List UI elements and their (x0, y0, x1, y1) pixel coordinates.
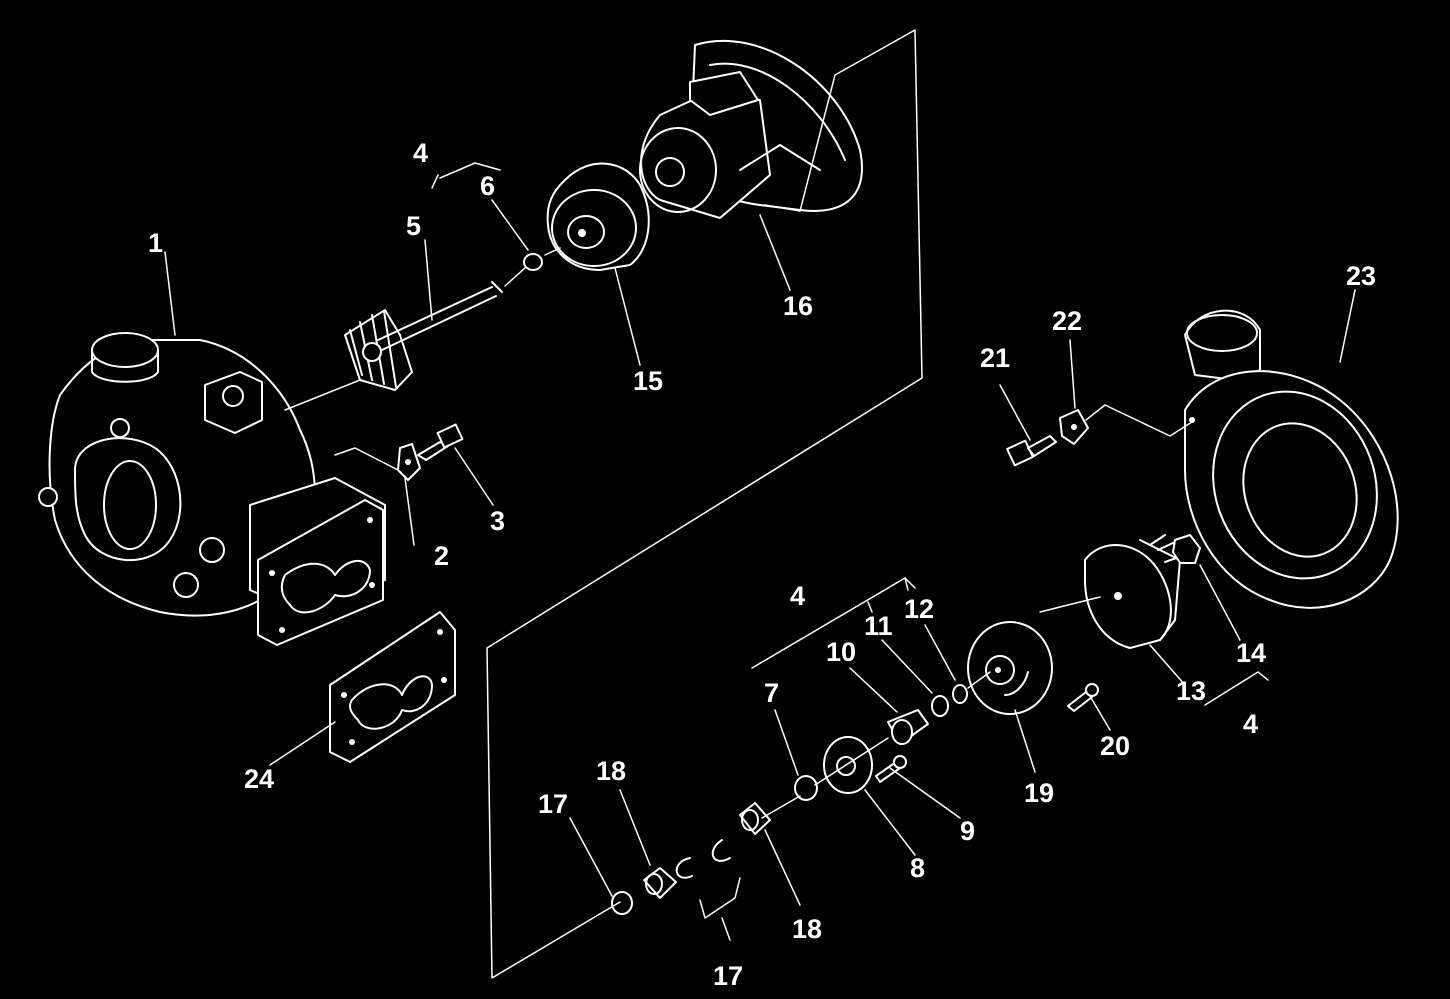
callout-22: 22 (1052, 306, 1082, 336)
callout-15: 15 (633, 366, 663, 396)
turbine-wheel-shaft-5 (344, 281, 503, 391)
seal-ring-6 (523, 253, 543, 271)
compressor-housing-23 (1184, 309, 1399, 609)
backplate-19 (967, 621, 1053, 715)
callout-1: 1 (148, 228, 163, 258)
callout-8: 8 (910, 853, 925, 883)
callout-labels: 1 2 3 4 5 6 15 16 24 21 22 23 4 12 11 10… (148, 138, 1376, 991)
callout-23: 23 (1346, 261, 1376, 291)
retaining-ring-17-lower (611, 891, 633, 915)
bearing-housing-16 (639, 39, 863, 219)
callout-20: 20 (1100, 731, 1130, 761)
seal-ring-11 (931, 695, 949, 717)
callout-18-left: 18 (596, 756, 626, 786)
callout-14: 14 (1236, 638, 1266, 668)
callout-16: 16 (783, 291, 813, 321)
lock-plate-2 (397, 443, 421, 481)
callout-21: 21 (980, 343, 1010, 373)
callout-12: 12 (904, 594, 934, 624)
clamp-plate-22 (1059, 409, 1089, 445)
callout-4-upper: 4 (413, 138, 428, 168)
callout-4-right: 4 (1243, 709, 1258, 739)
callout-11: 11 (864, 611, 893, 641)
gasket-24 (329, 611, 456, 763)
nut-14 (1172, 534, 1201, 564)
thrust-collar-10 (887, 709, 929, 745)
leader-lines (284, 29, 1269, 979)
callout-17-left: 17 (538, 789, 568, 819)
bearing-18-left (643, 867, 677, 899)
bolt-21 (1006, 435, 1057, 467)
callout-9: 9 (960, 816, 975, 846)
callout-2: 2 (434, 541, 449, 571)
callout-13: 13 (1176, 676, 1206, 706)
callout-19: 19 (1024, 778, 1054, 808)
spacer-7 (794, 775, 818, 801)
bearing-18-right (739, 802, 771, 835)
retaining-ring-17-mid (675, 857, 693, 879)
callout-17-bottom: 17 (713, 961, 743, 991)
callout-10: 10 (826, 637, 856, 667)
turbine-housing (38, 332, 386, 646)
callout-leaders (164, 199, 1356, 906)
retaining-ring-17-upper (711, 839, 731, 862)
bolt-3 (417, 423, 464, 461)
callout-3: 3 (490, 506, 505, 536)
thrust-bearing-8 (823, 736, 873, 794)
callout-6: 6 (480, 171, 495, 201)
oil-ring-12 (952, 684, 968, 704)
screw-9 (875, 755, 907, 783)
heat-shroud-15 (546, 162, 650, 271)
callout-18-right: 18 (792, 914, 822, 944)
screw-20 (1067, 683, 1099, 712)
callout-7: 7 (764, 678, 779, 708)
callout-4-middle: 4 (790, 581, 805, 611)
callout-5: 5 (406, 211, 421, 241)
callout-24: 24 (244, 764, 274, 794)
compressor-wheel-13 (1084, 534, 1183, 649)
